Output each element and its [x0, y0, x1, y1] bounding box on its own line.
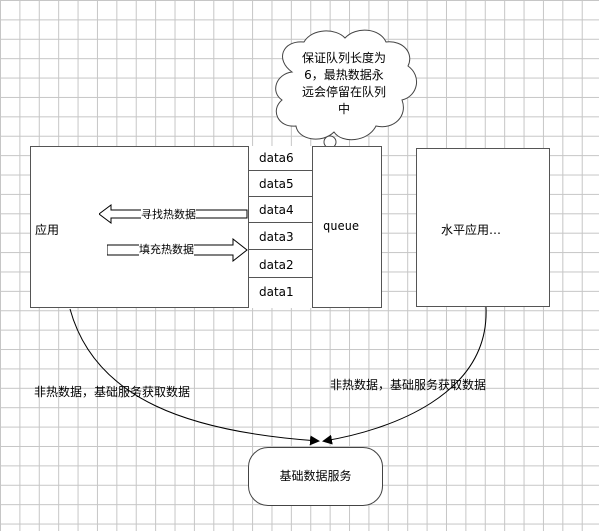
right-edge-label: 非热数据，基础服务获取数据: [330, 378, 487, 392]
queue-item: data3: [249, 225, 312, 250]
right-curve-connector: [322, 306, 487, 445]
queue-column: data6 data5 data4 data3 data2 data1: [248, 146, 313, 308]
queue-item: data2: [249, 253, 312, 278]
queue-item: data4: [249, 198, 312, 223]
left-edge-label: 非热数据，基础服务获取数据: [34, 385, 191, 399]
cloud-line-4: 中: [337, 102, 350, 116]
application-box: 应用 queue 寻找热数据 填充热数据 data6 data5 data4 d…: [30, 146, 382, 308]
base-data-service-node: 基础数据服务: [248, 447, 383, 506]
find-hot-data-label: 寻找热数据: [141, 206, 196, 222]
horizontal-application-box: 水平应用…: [416, 148, 550, 307]
cloud-line-1: 保证队列长度为: [301, 51, 386, 65]
left-curve-connector: [69, 308, 320, 446]
cloud-annotation: 保证队列长度为 6，最热数据永 远会停留在队列 中: [280, 50, 408, 118]
queue-item: data5: [249, 172, 312, 197]
cloud-line-3: 远会停留在队列: [301, 85, 386, 99]
application-label: 应用: [35, 223, 60, 237]
queue-item: data1: [259, 285, 294, 299]
fill-hot-data-label: 填充热数据: [139, 241, 194, 257]
queue-label: queue: [323, 219, 360, 233]
horizontal-application-label: 水平应用…: [441, 223, 502, 237]
cloud-line-2: 6，最热数据永: [304, 68, 384, 82]
cloud-shape: [275, 29, 417, 141]
queue-item: data6: [249, 146, 312, 171]
